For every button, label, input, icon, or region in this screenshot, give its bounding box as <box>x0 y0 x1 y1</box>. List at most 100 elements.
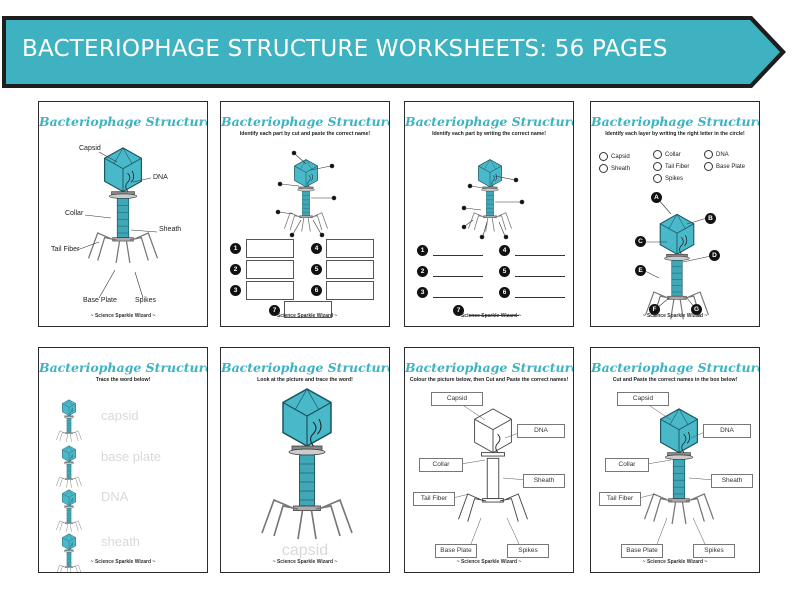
banner-title: BACTERIOPHAGE STRUCTURE WORKSHEETS: 56 P… <box>22 36 668 62</box>
letter-marker-d: D <box>709 250 720 261</box>
worksheet-instruction: Identify each part by writing the correc… <box>432 131 546 137</box>
worksheet-card-cut-paste[interactable]: Bacteriophage Structure Identify each pa… <box>220 101 390 327</box>
title-banner: BACTERIOPHAGE STRUCTURE WORKSHEETS: 56 P… <box>0 14 790 90</box>
answer-box-7[interactable] <box>284 301 332 318</box>
answer-box-2[interactable] <box>246 260 294 279</box>
worksheet-footer: ~ Science Sparkle Wizard ~ <box>90 313 156 319</box>
number-marker-3: 3 <box>417 287 428 298</box>
answer-circle[interactable] <box>704 150 713 159</box>
answer-circle[interactable] <box>653 150 662 159</box>
number-marker-2: 2 <box>417 266 428 277</box>
worksheet-footer: ~ Science Sparkle Wizard ~ <box>272 313 338 319</box>
letter-marker-g: G <box>691 304 702 315</box>
letter-marker-b: B <box>705 213 716 224</box>
answer-line-2[interactable] <box>433 276 483 277</box>
number-marker-7: 7 <box>453 305 464 316</box>
worksheet-title: Bacteriophage Structure <box>39 114 208 129</box>
worksheet-title: Bacteriophage Structure <box>221 114 390 129</box>
label-box-collar[interactable]: Collar <box>605 458 649 472</box>
phage-illustration <box>76 147 159 299</box>
label-box-spikes[interactable]: Spikes <box>507 544 549 558</box>
worksheet-instruction: Identify each part by cut and paste the … <box>239 131 371 137</box>
worksheet-footer: ~ Science Sparkle Wizard ~ <box>456 313 522 319</box>
worksheet-footer: ~ Science Sparkle Wizard ~ <box>456 559 522 565</box>
worksheet-card-trace-words[interactable]: Bacteriophage Structure Trace the word b… <box>38 347 208 573</box>
worksheet-title: Bacteriophage Structure <box>591 360 760 375</box>
number-marker-3: 3 <box>230 285 241 296</box>
answer-line-3[interactable] <box>433 297 483 298</box>
option-label: Collar <box>665 152 681 159</box>
letter-marker-f: F <box>649 304 660 315</box>
answer-box-5[interactable] <box>326 260 374 279</box>
label-box-spikes[interactable]: Spikes <box>693 544 735 558</box>
number-marker-1: 1 <box>417 245 428 256</box>
label-box-tail-fiber[interactable]: Tail Fiber <box>413 492 455 506</box>
answer-circle[interactable] <box>599 164 608 173</box>
worksheet-card-write-names[interactable]: Bacteriophage Structure Identify each pa… <box>404 101 574 327</box>
label-box-base-plate[interactable]: Base Plate <box>435 544 477 558</box>
label-spikes: Spikes <box>135 297 157 304</box>
option-tail-fiber: Tail Fiber <box>653 162 689 171</box>
answer-line-5[interactable] <box>515 276 565 277</box>
trace-word-capsid[interactable]: capsid <box>101 408 139 423</box>
worksheet-instruction: Look at the picture and trace the word! <box>257 377 353 383</box>
label-box-tail-fiber[interactable]: Tail Fiber <box>599 492 641 506</box>
worksheet-card-cut-paste-labels[interactable]: Bacteriophage Structure Cut and Paste th… <box>590 347 760 573</box>
worksheet-instruction: Trace the word below! <box>95 377 151 383</box>
option-collar: Collar <box>653 150 681 159</box>
worksheet-title: Bacteriophage Structure <box>591 114 760 129</box>
option-label: Base Plate <box>716 164 746 171</box>
number-marker-2: 2 <box>230 264 241 275</box>
worksheet-instruction: Cut and Paste the correct names in the b… <box>612 377 738 383</box>
answer-circle[interactable] <box>704 162 713 171</box>
option-base-plate: Base Plate <box>704 162 745 171</box>
number-marker-5: 5 <box>499 266 510 277</box>
worksheet-footer: ~ Science Sparkle Wizard ~ <box>90 559 156 565</box>
worksheet-card-colour-label[interactable]: Bacteriophage Structure Colour the pictu… <box>404 347 574 573</box>
label-tail-fiber: Tail Fiber <box>51 246 80 253</box>
worksheet-card-letter-match[interactable]: Bacteriophage Structure Identify each la… <box>590 101 760 327</box>
label-box-collar[interactable]: Collar <box>419 458 463 472</box>
letter-marker-a: A <box>651 192 662 203</box>
label-dna: DNA <box>153 174 168 181</box>
answer-line-7[interactable] <box>469 315 519 316</box>
number-marker-1: 1 <box>230 243 241 254</box>
answer-line-4[interactable] <box>515 255 565 256</box>
answer-line-1[interactable] <box>433 255 483 256</box>
answer-circle[interactable] <box>653 174 662 183</box>
option-label: Tail Fiber <box>665 164 690 171</box>
answer-box-6[interactable] <box>326 281 374 300</box>
number-marker-4: 4 <box>499 245 510 256</box>
label-box-base-plate[interactable]: Base Plate <box>621 544 663 558</box>
option-label: Spikes <box>665 176 684 183</box>
label-box-sheath[interactable]: Sheath <box>523 474 565 488</box>
trace-word-dna[interactable]: DNA <box>101 489 129 504</box>
option-label: Sheath <box>611 166 631 173</box>
worksheet-card-look-trace[interactable]: Bacteriophage Structure Look at the pict… <box>220 347 390 573</box>
label-box-dna[interactable]: DNA <box>703 424 751 438</box>
trace-word-base-plate[interactable]: base plate <box>101 449 161 464</box>
answer-circle[interactable] <box>599 152 608 161</box>
worksheet-footer: ~ Science Sparkle Wizard ~ <box>642 559 708 565</box>
option-spikes: Spikes <box>653 174 683 183</box>
phage-illustration <box>261 388 353 540</box>
answer-box-1[interactable] <box>246 239 294 258</box>
answer-circle[interactable] <box>653 162 662 171</box>
answer-line-6[interactable] <box>515 297 565 298</box>
label-sheath: Sheath <box>159 226 182 233</box>
trace-word-sheath[interactable]: sheath <box>101 534 141 549</box>
label-box-sheath[interactable]: Sheath <box>711 474 753 488</box>
worksheet-title: Bacteriophage Structure <box>221 360 390 375</box>
trace-word-capsid[interactable]: capsid <box>281 542 329 559</box>
worksheet-footer: ~ Science Sparkle Wizard ~ <box>642 313 708 319</box>
label-box-dna[interactable]: DNA <box>517 424 565 438</box>
label-box-capsid[interactable]: Capsid <box>431 392 483 406</box>
worksheet-card-labelled-diagram[interactable]: Bacteriophage Structure Capsid DNA Colla… <box>38 101 208 327</box>
phage-illustration <box>638 403 716 545</box>
phage-illustration <box>642 197 712 320</box>
worksheet-instruction: Colour the picture below, then Cut and P… <box>409 377 569 383</box>
option-label: Capsid <box>611 154 630 161</box>
label-box-capsid[interactable]: Capsid <box>617 392 669 406</box>
answer-box-3[interactable] <box>246 281 294 300</box>
answer-box-4[interactable] <box>326 239 374 258</box>
